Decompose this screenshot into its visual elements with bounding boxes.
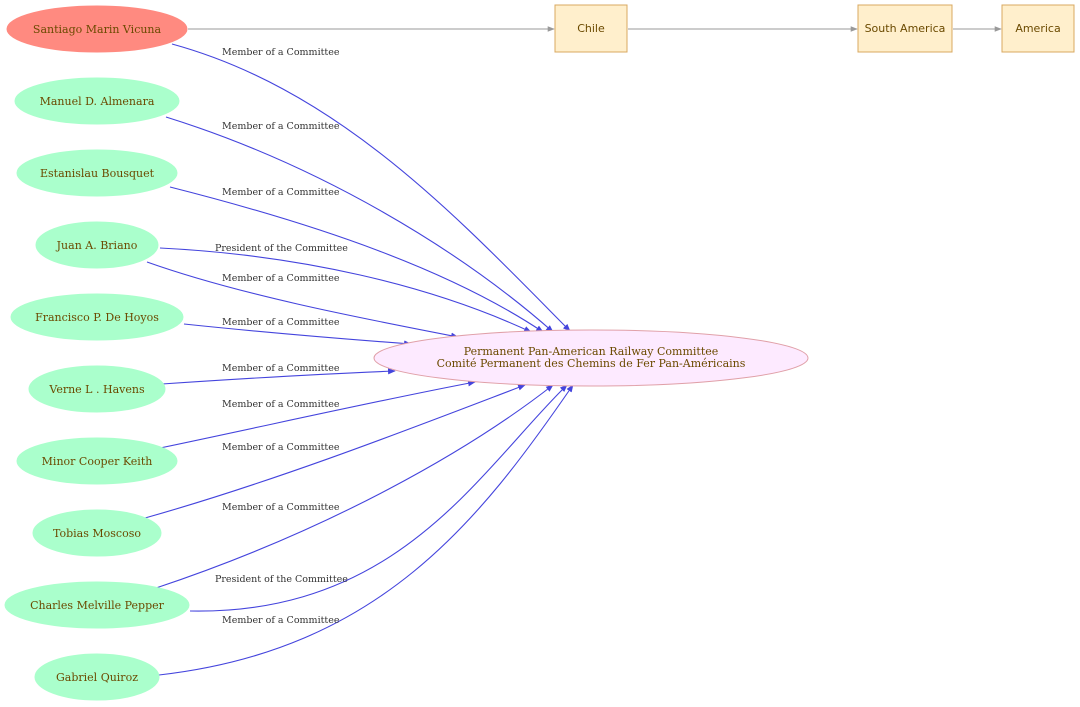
node-label: Juan A. Briano: [56, 239, 138, 252]
node-label: Francisco P. De Hoyos: [35, 311, 159, 324]
edge-keith-committee: [159, 380, 476, 449]
node-francisco-p-de-hoyos[interactable]: Francisco P. De Hoyos: [10, 293, 184, 341]
node-manuel-d-almenara[interactable]: Manuel D. Almenara: [14, 77, 180, 125]
node-label: Verne L . Havens: [48, 383, 145, 396]
edge-label-pepper-president: President of the Committee: [215, 574, 348, 585]
node-tobias-moscoso[interactable]: Tobias Moscoso: [32, 509, 162, 557]
edge-havens-committee: [161, 368, 396, 385]
node-label: Manuel D. Almenara: [40, 95, 155, 108]
node-santiago-marin-vicuna[interactable]: Santiago Marin Vicuna: [6, 5, 188, 53]
edge-pepper-president: [189, 384, 568, 612]
node-gabriel-quiroz[interactable]: Gabriel Quiroz: [34, 653, 160, 701]
edge-briano-president: [159, 247, 532, 333]
edge-label-moscoso: Member of a Committee: [222, 442, 340, 453]
node-juan-a-briano[interactable]: Juan A. Briano: [35, 221, 159, 269]
node-estanislau-bousquet[interactable]: Estanislau Bousquet: [16, 149, 178, 197]
edge-quiroz-committee: [158, 384, 574, 676]
edge-briano-member: [146, 261, 459, 339]
node-label: South America: [865, 22, 946, 35]
committee-label-line1: Permanent Pan-American Railway Committee: [464, 345, 719, 358]
node-chile[interactable]: Chile: [554, 4, 628, 53]
edge-label-keith: Member of a Committee: [222, 399, 340, 410]
node-minor-cooper-keith[interactable]: Minor Cooper Keith: [16, 437, 178, 485]
edge-label-briano-president: President of the Committee: [215, 243, 348, 254]
node-label: Charles Melville Pepper: [30, 599, 165, 612]
edge-label-quiroz: Member of a Committee: [222, 615, 340, 626]
edge-santiago-committee: [171, 43, 571, 332]
node-label: Tobias Moscoso: [53, 527, 141, 540]
node-verne-l-havens[interactable]: Verne L . Havens: [28, 365, 166, 413]
person-nodes: Santiago Marin Vicuna Manuel D. Almenara…: [4, 5, 190, 701]
node-south-america[interactable]: South America: [857, 4, 953, 53]
location-nodes: Chile South America America: [554, 4, 1075, 53]
committee-edges: [144, 43, 574, 676]
edge-labels: Member of a Committee Member of a Commit…: [215, 47, 348, 626]
edge-label-pepper-member: Member of a Committee: [222, 502, 340, 513]
node-label: Estanislau Bousquet: [40, 167, 155, 180]
edge-pepper-member: [155, 384, 554, 589]
node-label: Santiago Marin Vicuna: [33, 23, 162, 36]
edge-bousquet-committee: [169, 186, 544, 333]
edge-label-almenara: Member of a Committee: [222, 121, 340, 132]
edge-label-bousquet: Member of a Committee: [222, 187, 340, 198]
edge-label-hoyos: Member of a Committee: [222, 317, 340, 328]
edge-label-briano-member: Member of a Committee: [222, 273, 340, 284]
edge-hoyos-committee: [183, 323, 412, 347]
node-label: Minor Cooper Keith: [42, 455, 153, 468]
node-label: Chile: [577, 22, 605, 35]
node-committee[interactable]: Permanent Pan-American Railway Committee…: [373, 329, 809, 387]
edge-moscoso-committee: [144, 384, 526, 519]
node-charles-melville-pepper[interactable]: Charles Melville Pepper: [4, 581, 190, 629]
node-america[interactable]: America: [1001, 4, 1075, 53]
edge-label-santiago: Member of a Committee: [222, 47, 340, 58]
edge-almenara-committee: [165, 116, 554, 333]
node-label: Gabriel Quiroz: [56, 671, 138, 684]
edge-label-havens: Member of a Committee: [222, 363, 340, 374]
committee-label-line2: Comité Permanent des Chemins de Fer Pan-…: [437, 357, 746, 370]
node-label: America: [1015, 22, 1060, 35]
